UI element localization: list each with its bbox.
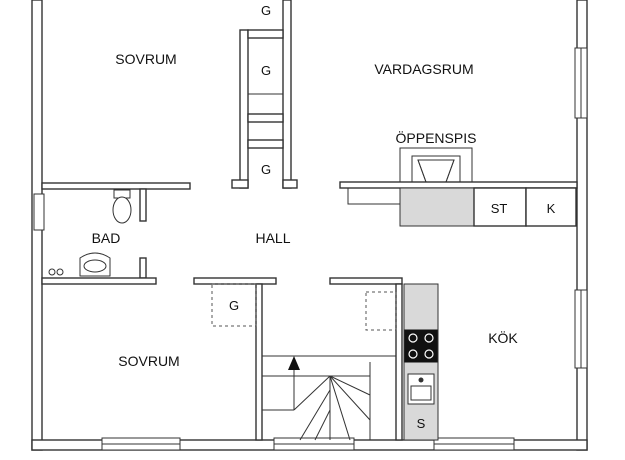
label-sovrum-bottom: SOVRUM — [118, 353, 179, 369]
label-st: ST — [491, 201, 508, 216]
label-g-1: G — [261, 3, 271, 18]
washbasin-icon — [79, 252, 111, 277]
sink-icon — [407, 373, 435, 405]
kitchen-counter-side — [403, 283, 439, 441]
label-g-4: G — [229, 298, 239, 313]
label-g-2: G — [261, 63, 271, 78]
wardrobe-column — [231, 0, 298, 189]
room-labels: SOVRUM VARDAGSRUM ÖPPENSPIS BAD HALL SOV… — [92, 51, 519, 369]
label-vardagsrum: VARDAGSRUM — [374, 61, 473, 77]
label-oppenspis: ÖPPENSPIS — [396, 129, 477, 146]
label-hall: HALL — [255, 230, 290, 246]
windows — [33, 47, 588, 451]
label-sovrum-top: SOVRUM — [115, 51, 176, 67]
fireplace-icon — [399, 147, 473, 183]
label-k: K — [547, 201, 556, 216]
toilet-icon — [112, 189, 132, 224]
window-bad — [33, 193, 45, 231]
staircase — [262, 355, 396, 441]
stair-arrow-icon — [288, 356, 300, 370]
fixture-labels: G G G G ST K S — [229, 3, 556, 431]
label-s: S — [417, 416, 426, 431]
interior-walls — [41, 181, 578, 441]
label-bad: BAD — [92, 230, 121, 246]
dashed-fixtures — [211, 283, 397, 331]
kitchen-counter-top — [399, 187, 577, 227]
label-g-3: G — [261, 162, 271, 177]
label-kok: KÖK — [488, 329, 518, 346]
tap-icon — [48, 268, 64, 276]
